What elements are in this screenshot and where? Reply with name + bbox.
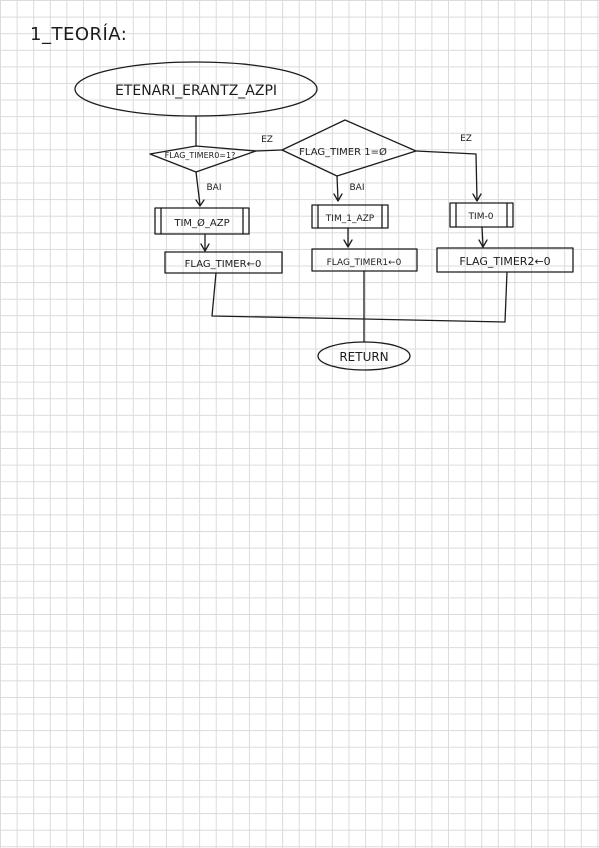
process-flag-timer2-reset: FLAG_TIMER2←0 <box>436 247 574 273</box>
subprocess3-label: TIM-0 <box>468 212 494 222</box>
subprocess-tim-0: TIM-0 <box>449 202 514 228</box>
decision1-label: FLAG_TIMER0=1? <box>165 151 236 160</box>
subprocess-tim1-azp: TIM_1_AZP <box>311 204 389 229</box>
end-terminal: RETURN <box>317 341 411 371</box>
connector-s3-p3 <box>481 226 484 247</box>
merge-line-right <box>363 271 508 323</box>
arrow-head-6 <box>478 239 488 248</box>
arrow-head-2 <box>333 193 343 202</box>
arrow-head-1 <box>195 199 205 207</box>
decision-flag-timer0: FLAG_TIMER0=1? <box>149 145 257 173</box>
process-flag-timer-reset: FLAG_TIMER←0 <box>164 251 283 274</box>
start-label: ETENARI_ERANTZ_AZPI <box>115 83 277 99</box>
connector-d2-ez <box>415 150 478 201</box>
arrow-head-4 <box>200 243 210 252</box>
label-ez-1: EZ <box>261 135 273 145</box>
subprocess1-label: TIM_Ø_AZP <box>173 217 229 229</box>
start-terminal: ETENARI_ERANTZ_AZPI <box>74 61 318 117</box>
arrow-head-3 <box>472 193 482 202</box>
connector-d1-ez <box>255 149 283 152</box>
subprocess2-label: TIM_1_AZP <box>325 214 375 224</box>
subprocess-tim0-azp: TIM_Ø_AZP <box>154 207 250 235</box>
end-label: RETURN <box>339 350 388 364</box>
process3-label: FLAG_TIMER2←0 <box>459 255 550 268</box>
process2-label: FLAG_TIMER1←0 <box>327 258 402 268</box>
decision2-label: FLAG_TIMER 1=Ø <box>299 146 387 158</box>
arrow-head-5 <box>343 239 353 248</box>
merge-line-left <box>211 272 365 320</box>
process1-label: FLAG_TIMER←0 <box>185 259 262 270</box>
label-bai-1: BAI <box>207 183 222 193</box>
label-bai-2: BAI <box>350 183 365 193</box>
connector-d1-bai <box>195 171 201 206</box>
process-flag-timer1-reset: FLAG_TIMER1←0 <box>311 248 418 272</box>
connector-d2-bai <box>336 175 339 201</box>
label-ez-2: EZ <box>460 134 472 144</box>
page-title: 1_TEORÍA: <box>30 24 128 45</box>
decision-flag-timer1: FLAG_TIMER 1=Ø <box>281 119 417 177</box>
